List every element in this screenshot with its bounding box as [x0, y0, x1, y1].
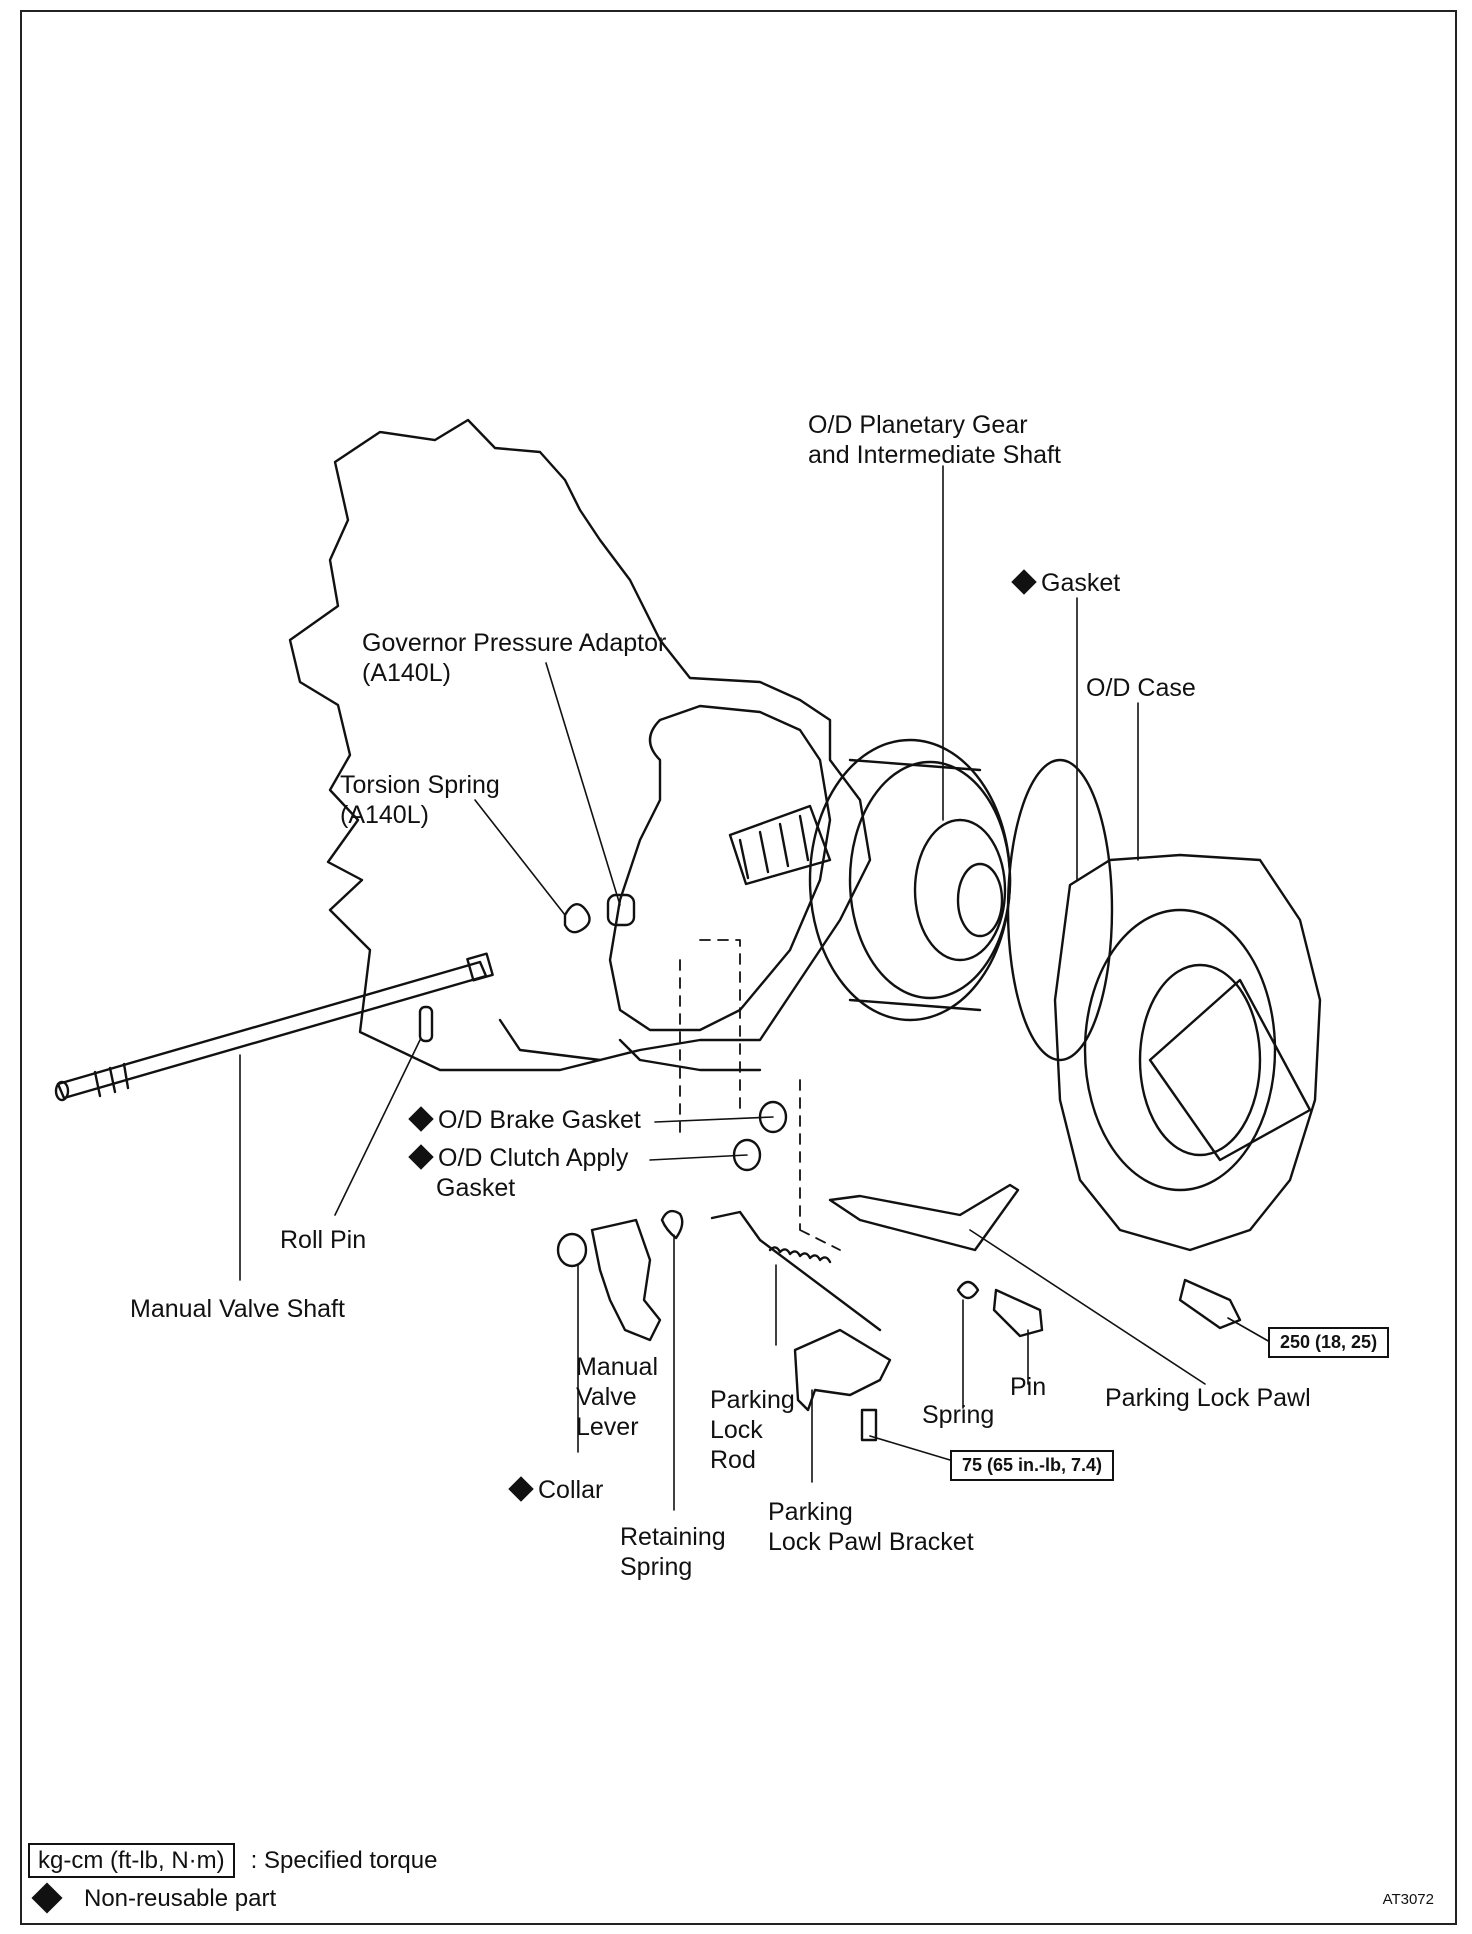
label-od-brake-gasket: O/D Brake Gasket: [408, 1105, 641, 1135]
roll-pin-drawing: [418, 1005, 434, 1043]
parking-lock-pawl-drawing: [828, 1183, 1020, 1252]
spring-drawing: [956, 1280, 980, 1300]
od-planetary-gear-drawing: [808, 738, 1012, 1022]
parking-lock-pawl-bracket-drawing: [793, 1328, 892, 1412]
label-od-case: O/D Case: [1086, 674, 1196, 702]
label-parking-lock-pawl: Parking Lock Pawl: [1105, 1384, 1311, 1412]
retaining-spring-drawing: [660, 1209, 684, 1240]
nonreusable-diamond-icon: [31, 1882, 63, 1914]
label-torsion-spring: Torsion Spring (A140L): [340, 771, 500, 829]
nonreusable-diamond-icon: [1011, 569, 1037, 595]
legend-nonreusable: Non-reusable part: [28, 1882, 276, 1914]
label-parking-lock-pawl-bracket: Parking Lock Pawl Bracket: [768, 1498, 974, 1556]
label-od-clutch-apply-gasket: O/D Clutch Apply Gasket: [408, 1143, 628, 1203]
od-case-drawing: [1053, 853, 1322, 1252]
nonreusable-diamond-icon: [408, 1144, 434, 1170]
nonreusable-diamond-icon: [508, 1476, 534, 1502]
label-spring: Spring: [922, 1401, 995, 1429]
label-pin: Pin: [1010, 1373, 1047, 1401]
figure-code: AT3072: [1382, 1891, 1434, 1908]
case-front-housing: [608, 704, 832, 1032]
torsion-spring-drawing: [563, 903, 591, 934]
label-retaining-spring: Retaining Spring: [620, 1523, 726, 1581]
figure-frame: [20, 10, 1457, 1925]
label-parking-lock-rod: Parking Lock Rod: [710, 1386, 795, 1474]
parking-lock-rod-drawing: [710, 1210, 882, 1332]
label-manual-valve-lever: Manual Valve Lever: [576, 1353, 658, 1441]
pin-drawing: [992, 1288, 1044, 1338]
bracket-bolt-drawing: [860, 1408, 878, 1442]
label-collar: Collar: [508, 1475, 603, 1505]
legend-torque: kg-cm (ft-lb, N·m): Specified torque: [28, 1843, 437, 1878]
label-roll-pin: Roll Pin: [280, 1226, 367, 1254]
torque-unit-box: kg-cm (ft-lb, N·m): [28, 1843, 235, 1878]
torque-bracket-bolt: 75 (65 in.-lb, 7.4): [950, 1450, 1115, 1481]
case-bolt-drawing: [1178, 1278, 1242, 1330]
manual-valve-lever-drawing: [590, 1218, 662, 1342]
label-od-planetary-gear: O/D Planetary Gear and Intermediate Shaf…: [808, 411, 1061, 469]
label-manual-valve-shaft: Manual Valve Shaft: [130, 1295, 345, 1323]
gasket-drawing: [1006, 758, 1114, 1062]
label-gasket: Gasket: [1011, 568, 1120, 598]
collar-drawing: [556, 1232, 588, 1268]
label-governor-pressure-adaptor: Governor Pressure Adaptor (A140L): [362, 629, 667, 687]
governor-adaptor-drawing: [606, 893, 636, 927]
transmission-case-outline: [288, 418, 872, 1072]
nonreusable-diamond-icon: [408, 1106, 434, 1132]
manual-valve-shaft-drawing: [56, 960, 488, 1100]
intermediate-shaft-drawing: [728, 804, 832, 886]
torque-case-bolt: 250 (18, 25): [1268, 1327, 1390, 1358]
